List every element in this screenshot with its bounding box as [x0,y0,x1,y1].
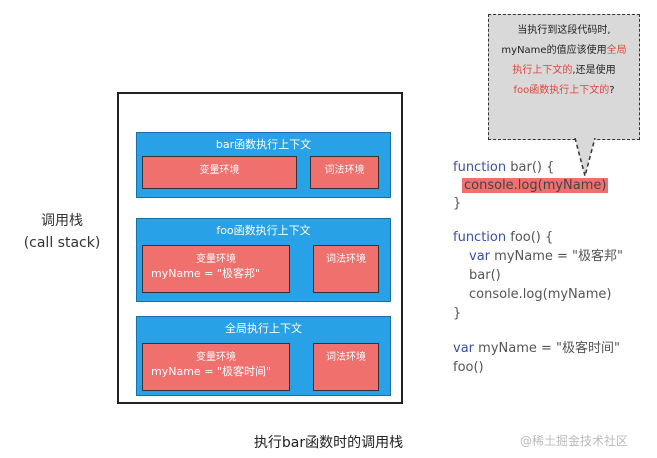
lexical-environment-label: 词法环境 [326,254,366,265]
code-text: bar() { [510,160,555,175]
call-stack-label-cn: 调用栈 [41,213,83,229]
callout-line: myName的值应该使用全局 [489,41,639,61]
lexical-environment: 词法环境 [313,245,379,293]
callout-text: ? [609,85,615,96]
callout-text: ,还是使用 [572,65,616,76]
code-keyword: function [453,160,507,175]
code-line: function foo() { [453,229,553,247]
code-keyword: function [453,230,507,245]
lexical-environment-label: 词法环境 [326,352,366,363]
callout-pointer [574,138,596,179]
callout-text: myName的值应该使用 [501,45,607,56]
code-line: var myName = "极客邦" [469,248,623,266]
foo-execution-context: foo函数执行上下文 变量环境 myName = "极客邦" 词法环境 [136,218,391,302]
bar-execution-context: bar函数执行上下文 变量环境 词法环境 [136,132,391,198]
code-keyword: var [453,341,475,356]
variable-environment-label: 变量环境 [196,254,236,265]
callout-highlight: 执行上下文的 [512,65,573,76]
code-line: var myName = "极客时间" [453,340,620,358]
callout-line: foo函数执行上下文的? [489,81,639,101]
question-callout: 当执行到这段代码时, myName的值应该使用全局 执行上下文的,还是使用 fo… [488,14,640,140]
callout-line: 当执行到这段代码时, [517,25,611,36]
figure-caption: 执行bar函数时的调用栈 [253,435,404,451]
global-execution-context: 全局执行上下文 变量环境 myName = "极客时间" 词法环境 [136,316,391,396]
variable-value: myName = "极客时间" [151,365,272,378]
code-keyword: var [469,249,491,264]
code-text: foo() { [510,230,554,245]
code-text: myName = "极客邦" [494,249,623,264]
code-line: console.log(myName) [469,287,612,302]
code-line: foo() [453,360,484,375]
code-line: bar() [469,268,501,283]
code-line: function bar() { [453,159,554,177]
call-stack-label-en: (call stack) [23,235,101,251]
variable-environment-label: 变量环境 [196,352,236,363]
callout-highlight: foo函数执行上下文的 [513,85,610,96]
context-title: 全局执行上下文 [225,322,302,335]
lexical-environment: 词法环境 [310,156,379,189]
variable-environment: 变量环境 myName = "极客邦" [142,245,290,293]
lexical-environment: 词法环境 [313,343,379,391]
code-line: } [453,196,462,211]
code-text: myName = "极客时间" [478,341,620,356]
variable-value: myName = "极客邦" [151,267,261,280]
callout-highlight: 全局 [606,45,627,56]
call-stack-label: 调用栈 (call stack) [22,210,102,254]
context-title: bar函数执行上下文 [215,138,312,151]
call-stack-box: bar函数执行上下文 变量环境 词法环境 foo函数执行上下文 变量环境 myN… [117,92,403,404]
watermark: @稀土掘金技术社区 [520,434,629,448]
variable-environment-label: 变量环境 [199,165,240,176]
callout-line: 执行上下文的,还是使用 [489,61,639,81]
lexical-environment-label: 词法环境 [324,165,365,176]
variable-environment: 变量环境 [142,156,297,189]
variable-environment: 变量环境 myName = "极客时间" [142,343,290,391]
highlighted-console-log: console.log(myName) [462,178,609,193]
context-title: foo函数执行上下文 [216,224,311,237]
code-line: } [453,306,462,321]
code-line-highlighted: console.log(myName) [462,177,609,195]
